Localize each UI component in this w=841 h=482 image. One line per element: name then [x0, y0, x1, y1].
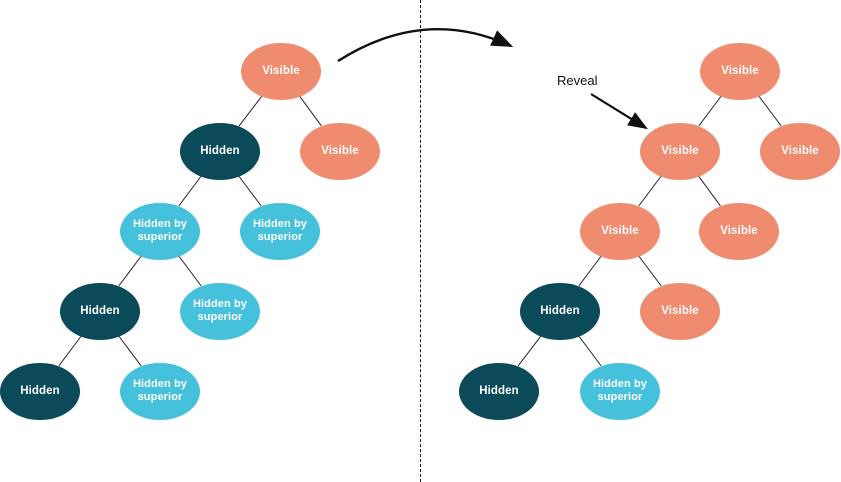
tree-node-visible[interactable]: Visible — [760, 122, 840, 180]
tree-node-visible[interactable]: Visible — [640, 282, 720, 340]
tree-node-visible[interactable]: Visible — [300, 122, 380, 180]
tree-node-label: Visible — [601, 224, 639, 237]
tree-node-hidden-by-superior[interactable]: Hidden by superior — [240, 202, 320, 260]
tree-edge — [178, 175, 202, 207]
tree-node-label: Hidden — [20, 384, 60, 397]
tree-node-hidden-by-superior[interactable]: Hidden by superior — [580, 362, 660, 420]
tree-node-hidden-by-superior[interactable]: Hidden by superior — [180, 282, 260, 340]
tree-node-label: Visible — [661, 304, 699, 317]
tree-edge — [698, 175, 721, 207]
tree-node-visible[interactable]: Visible — [699, 202, 779, 260]
tree-node-label: Visible — [721, 64, 759, 77]
tree-node-hidden-by-superior[interactable]: Hidden by superior — [120, 202, 200, 260]
tree-edge — [638, 175, 662, 207]
curved-transition-arrow — [337, 27, 514, 63]
tree-node-label: Hidden by superior — [132, 217, 188, 243]
tree-edge — [578, 335, 602, 367]
tree-node-visible[interactable]: Visible — [241, 42, 321, 100]
tree-node-hidden-by-superior[interactable]: Hidden by superior — [120, 362, 200, 420]
tree-node-visible[interactable]: Visible — [700, 42, 780, 100]
tree-edge — [118, 255, 142, 287]
tree-edge — [238, 175, 262, 207]
tree-node-visible[interactable]: Visible — [580, 202, 660, 260]
tree-edge — [758, 95, 782, 127]
tree-edge — [238, 95, 263, 127]
tree-node-label: Hidden by superior — [192, 297, 248, 323]
tree-edge — [638, 255, 662, 287]
tree-node-label: Hidden — [479, 384, 519, 397]
tree-node-hidden[interactable]: Hidden — [459, 362, 539, 420]
tree-edge — [698, 95, 722, 127]
tree-node-label: Visible — [321, 144, 359, 157]
tree-node-hidden[interactable]: Hidden — [520, 282, 600, 340]
tree-node-label: Hidden by superior — [132, 377, 188, 403]
tree-node-label: Visible — [661, 144, 699, 157]
vertical-dashed-divider — [420, 0, 421, 482]
tree-node-hidden[interactable]: Hidden — [0, 362, 80, 420]
tree-node-label: Hidden — [200, 144, 240, 157]
tree-node-hidden[interactable]: Hidden — [60, 282, 140, 340]
tree-node-visible[interactable]: Visible — [640, 122, 720, 180]
tree-edge — [118, 335, 142, 367]
tree-node-label: Visible — [262, 64, 300, 77]
tree-edge — [578, 255, 602, 287]
tree-node-label: Hidden by superior — [592, 377, 648, 403]
reveal-pointer-arrow — [590, 93, 648, 130]
tree-edge — [517, 335, 542, 367]
tree-node-label: Hidden — [540, 304, 580, 317]
tree-edge — [299, 95, 322, 127]
tree-node-label: Visible — [720, 224, 758, 237]
tree-edge — [178, 255, 202, 287]
annotation-arrows — [337, 27, 648, 130]
reveal-annotation-label: Reveal — [557, 73, 598, 88]
tree-edge — [58, 335, 82, 367]
tree-node-label: Visible — [781, 144, 819, 157]
tree-node-label: Hidden — [80, 304, 120, 317]
tree-node-label: Hidden by superior — [252, 217, 308, 243]
tree-node-hidden[interactable]: Hidden — [180, 122, 260, 180]
